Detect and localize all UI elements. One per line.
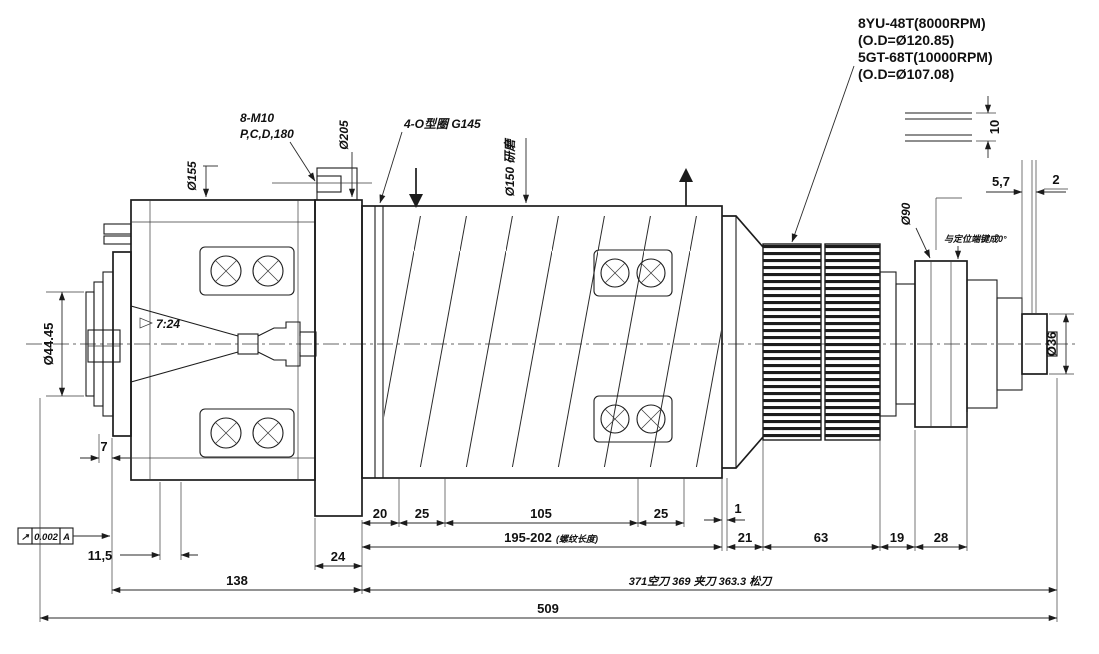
oring-label: 4-O型圈 G145 <box>403 117 481 131</box>
flange-diameter-label: Ø205 <box>337 120 356 198</box>
dia-90-label: Ø90 <box>899 202 913 225</box>
dim-5-7: 5,7 <box>992 174 1010 189</box>
dim-2: 2 <box>1052 172 1059 187</box>
pulley-spec-line3: 5GT-68T(10000RPM) <box>858 49 993 65</box>
dim-63: 63 <box>814 530 828 545</box>
mounting-flange <box>272 167 372 517</box>
spindle-housing <box>130 199 317 481</box>
front-bearing-top <box>199 246 295 296</box>
runout-value: 0.002 <box>34 532 58 543</box>
tool-state-lengths: 371空刀 369 夹刀 363.3 松刀 <box>629 575 773 588</box>
dia-205-label: Ø205 <box>337 120 351 150</box>
dia-44-45-label: Ø44.45 <box>41 323 56 366</box>
tool-bore-diameter-dim: Ø44.45 <box>41 291 84 397</box>
coolant-out-arrow-icon <box>679 168 693 206</box>
dim-24: 24 <box>331 549 346 564</box>
shaft-end-diameter-dim: Ø36 <box>1044 313 1074 375</box>
runout-tolerance-frame: ↗ 0.002 A <box>17 527 111 545</box>
coupling-diameter-label: Ø90 <box>899 202 931 259</box>
pulley-spec-leader <box>791 65 855 243</box>
pulley-5gt-68t <box>824 243 881 441</box>
dim-7: 7 <box>100 439 107 454</box>
tool-clamp-mechanism <box>237 321 317 367</box>
taper-symbol-icon <box>139 317 153 329</box>
runout-datum: A <box>62 532 70 543</box>
dim-25b: 25 <box>654 506 668 521</box>
spiral-groove-hatch <box>384 216 721 467</box>
dim-509: 509 <box>537 601 559 616</box>
pulley-8yu-48t <box>762 243 822 441</box>
key-cross-section-detail: 10 <box>905 96 1002 158</box>
taper-callout: 7:24 <box>139 317 180 331</box>
tool-end-rings <box>85 223 132 437</box>
cooling-jacket-cartridge <box>361 205 764 479</box>
pulley-spec-note: 8YU-48T(8000RPM) (O.D=Ø120.85) 5GT-68T(1… <box>791 15 993 243</box>
key-alignment-note: 与定位端键成0° <box>935 197 1007 260</box>
dim-21: 21 <box>738 530 752 545</box>
coolant-in-arrow-icon <box>409 168 423 208</box>
bolt-pattern-leader <box>289 141 316 182</box>
rear-bearing-bottom <box>593 395 673 443</box>
runout-symbol-icon: ↗ <box>21 532 30 543</box>
bolt-pattern-note: 8-M10 P,C,D,180 <box>240 111 316 182</box>
dim-19: 19 <box>890 530 904 545</box>
oring-note: 4-O型圈 G145 <box>379 117 481 204</box>
rear-bearing-top <box>593 249 673 297</box>
shaft-end-groove-dims: 5,7 2 <box>986 160 1068 314</box>
dim-25a: 25 <box>415 506 429 521</box>
timing-belt-pulleys <box>762 243 881 441</box>
housing-diameter-label: Ø155 <box>185 161 218 198</box>
dim-1: 1 <box>734 501 741 516</box>
bolt-pattern-line1: 8-M10 <box>240 111 274 125</box>
dim-105: 105 <box>530 506 552 521</box>
oring-leader <box>379 131 403 204</box>
dim-11-5: 11,5 <box>88 548 113 563</box>
dim-10: 10 <box>987 120 1002 134</box>
dim-28: 28 <box>934 530 948 545</box>
dim-20: 20 <box>373 506 387 521</box>
pulley-spec-line1: 8YU-48T(8000RPM) <box>858 15 986 31</box>
rear-shaft-assembly <box>879 260 1058 428</box>
rib-profile-top <box>383 205 722 216</box>
dim-195-202-note: (螺纹长度) <box>556 534 598 544</box>
bottom-dimensions: 20 25 105 25 1 195-202 (螺纹长度) 21 63 19 2… <box>39 378 1058 622</box>
pulley-spec-line4: (O.D=Ø107.08) <box>858 66 954 82</box>
dia-150-label: Ø150 研磨 <box>503 138 517 197</box>
dia-155-label: Ø155 <box>185 161 199 191</box>
key-alignment-label: 与定位端键成0° <box>944 234 1007 244</box>
front-bearing-bottom <box>199 408 295 458</box>
rib-profile-bottom <box>383 467 722 478</box>
taper-label: 7:24 <box>156 317 180 331</box>
dim-138: 138 <box>226 573 248 588</box>
cartridge-diameter-label: Ø150 研磨 <box>503 138 530 204</box>
dim-195-202: 195-202 <box>504 530 552 545</box>
bolt-pattern-line2: P,C,D,180 <box>240 127 294 141</box>
dia-36-label: Ø36 <box>1044 332 1059 357</box>
pulley-spec-line2: (O.D=Ø120.85) <box>858 32 954 48</box>
